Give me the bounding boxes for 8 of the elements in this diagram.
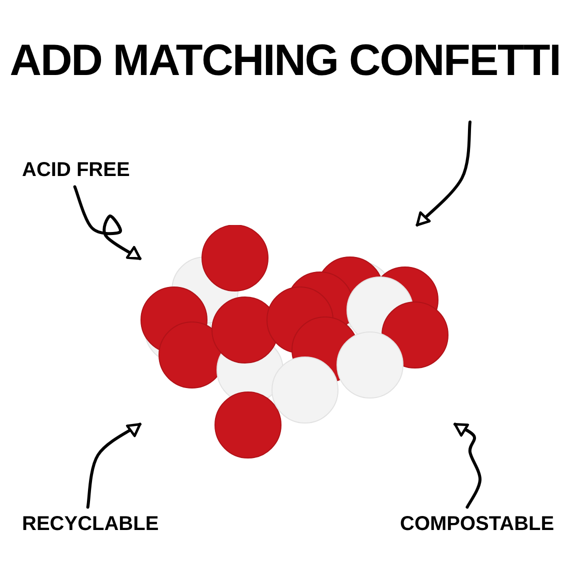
feature-label: RECYCLABLE — [22, 512, 159, 537]
title: ADD MATCHING CONFETTI — [8, 35, 562, 87]
curved-arrow — [454, 422, 482, 509]
curved-arrow — [73, 185, 142, 260]
feature-label: ACID FREE — [22, 158, 130, 183]
curved-arrow — [86, 422, 142, 509]
feature-label: COMPOSTABLE — [400, 512, 554, 537]
curved-arrow — [416, 120, 472, 226]
